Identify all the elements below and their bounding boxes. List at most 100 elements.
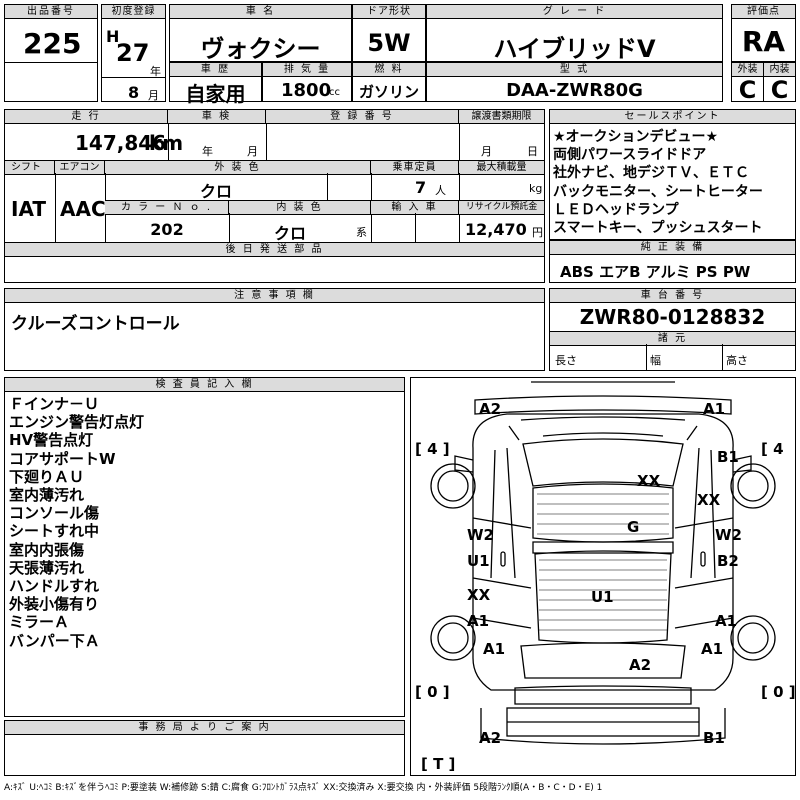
mark-b2-right: B2 — [717, 552, 739, 570]
length-label: 長さ — [555, 354, 577, 367]
car-outline — [430, 381, 776, 745]
selling-points-label: セールスポイント — [550, 110, 795, 124]
displacement-label: 排 気 量 — [263, 63, 351, 77]
history: 自家用 — [185, 82, 246, 106]
mileage: 147,846 — [75, 131, 167, 155]
car-name-label: 車 名 — [170, 5, 351, 19]
grade-label: グ レ ー ド — [427, 5, 722, 19]
mark-u1-center: U1 — [591, 588, 614, 606]
inspector-note: 室内内張傷 — [9, 540, 85, 559]
score-label: 評価点 — [732, 5, 795, 19]
displacement: 1800 — [281, 80, 332, 101]
reg-year: 27 — [116, 39, 150, 67]
door-label: ドア形状 — [353, 5, 425, 19]
inspection-label: 車 検 — [168, 110, 266, 124]
shift: IAT — [11, 197, 47, 221]
door-type: 5W — [367, 29, 411, 57]
transfer-day-unit: 日 — [527, 145, 538, 158]
model: DAA-ZWR80G — [506, 80, 643, 101]
recycle-label: リサイクル預託金 — [459, 200, 544, 215]
caution-section: 注 意 事 項 欄 クルーズコントロール — [4, 288, 545, 371]
displacement-cell: 排 気 量 1800 cc — [262, 62, 352, 102]
car-name: ヴォクシー — [200, 35, 321, 63]
inspector-note: コンソール傷 — [9, 504, 100, 523]
tire-front-right: [ 4 — [761, 440, 784, 458]
fuel-cell: 燃 料 ガソリン — [352, 62, 426, 102]
int-color: クロ — [273, 224, 306, 243]
tire-spare: [ T ] — [421, 755, 456, 773]
office-section: 事 務 局 よ り ご 案 内 — [4, 720, 405, 776]
fuel-label: 燃 料 — [353, 63, 425, 77]
int-score: C — [770, 76, 789, 104]
score-cell: 評価点 RA — [731, 4, 796, 62]
inspector-note: ハンドルすれ — [9, 577, 100, 596]
tire-rear-left: [ 0 ] — [415, 683, 450, 701]
chassis-section: 車 台 番 号 ZWR80-0128832 諸 元 長さ 幅 高さ — [549, 288, 796, 371]
reg-month: 8 — [128, 83, 140, 102]
mark-xx-right: XX — [697, 491, 721, 509]
mileage-label: 走 行 — [5, 110, 168, 124]
inspector-note: エンジン警告灯点灯 — [9, 413, 145, 432]
selling-point: 社外ナビ、地デジＴＶ、ＥＴＣ — [553, 165, 749, 182]
chassis-label: 車 台 番 号 — [550, 289, 795, 303]
shift-label: シフト — [5, 160, 55, 175]
transfer-month-unit: 月 — [481, 145, 492, 158]
door-cell: ドア形状 5W — [352, 4, 426, 62]
year-unit: 年 — [150, 65, 161, 78]
tire-front-left: [ 4 ] — [415, 440, 450, 458]
selling-point: 両側パワースライドドア — [553, 147, 707, 164]
equipment: ABS エアB アルミ PS PW — [560, 263, 751, 281]
air-conditioner: AAC — [60, 197, 106, 221]
color-no-label: カ ラ ー Ｎ ｏ . — [105, 200, 229, 215]
inspector-notes: Ｆインナ－Ｕ エンジン警告灯点灯 HV警告点灯 コアサポートW 下廻りＡＵ 室内… — [9, 395, 144, 650]
mark-a2-front: A2 — [479, 400, 502, 418]
inspection-month-unit: 月 — [247, 145, 258, 158]
capacity-unit: 人 — [435, 184, 446, 197]
inspector-note: 下廻りＡＵ — [9, 467, 85, 486]
inspector-note: コアサポートW — [9, 449, 116, 468]
mark-a1-left: A1 — [467, 612, 490, 630]
mark-g-glass: G — [627, 518, 640, 536]
lot-number: 225 — [23, 27, 82, 60]
height-label: 高さ — [726, 354, 748, 367]
caution-label: 注 意 事 項 欄 — [5, 289, 544, 303]
width-label: 幅 — [650, 354, 661, 367]
displacement-unit: cc — [329, 87, 340, 98]
model-cell: 型 式 DAA-ZWR80G — [426, 62, 723, 102]
inspector-label: 検 査 員 記 入 欄 — [5, 378, 404, 392]
reg-no-label: 登 録 番 号 — [266, 110, 459, 124]
tire-rear-right: [ 0 ] — [761, 683, 796, 701]
selling-point: スマートキー、プッシュスタート — [553, 220, 763, 237]
int-color-unit: 系 — [356, 226, 367, 239]
office-label: 事 務 局 よ り ご 案 内 — [5, 721, 404, 735]
later-parts-label: 後 日 発 送 部 品 — [5, 242, 544, 257]
mark-xx-roof: XX — [637, 472, 661, 490]
max-load-unit: kg — [529, 182, 543, 195]
car-name-cell: 車 名 ヴォクシー — [169, 4, 352, 63]
max-load-label: 最大積載量 — [459, 160, 544, 175]
inspector-note: HV警告点灯 — [9, 431, 94, 450]
selling-points-section: セールスポイント ★オークションデビュー★ 両側パワースライドドア 社外ナビ、地… — [549, 109, 796, 240]
chassis-number: ZWR80-0128832 — [579, 305, 766, 329]
capacity-label: 乗車定員 — [371, 160, 459, 175]
mark-a2-bottom: A2 — [479, 729, 502, 747]
damage-legend: A:ｷｽﾞ U:ﾍｺﾐ B:ｷｽﾞを伴うﾍｺﾐ P:要塗装 W:補修跡 S:錆 … — [4, 783, 603, 793]
ext-score-cell: 外装 C — [731, 62, 764, 104]
mark-a2-rear: A2 — [629, 656, 652, 674]
ext-color-label: 外 装 色 — [105, 160, 371, 175]
vehicle-details-section: 走 行 車 検 登 録 番 号 譲渡書類期限 147,846 km 年 月 月 … — [4, 109, 545, 283]
int-score-cell: 内装 C — [763, 62, 796, 104]
selling-point: バックモニター、シートヒーター — [553, 183, 763, 200]
recycle-fee: 12,470 — [465, 220, 527, 239]
fuel: ガソリン — [358, 83, 419, 101]
inspector-note: シートすれ中 — [9, 522, 100, 541]
mark-w2-right: W2 — [715, 526, 742, 544]
dims-label: 諸 元 — [550, 331, 795, 346]
ac-label: エアコン — [55, 160, 105, 175]
lot-number-label: 出品番号 — [5, 5, 97, 19]
int-score-label: 内装 — [764, 63, 795, 77]
capacity: 7 — [415, 178, 427, 197]
ext-score: C — [738, 76, 757, 104]
selling-point: ★オークションデビュー★ — [553, 129, 719, 145]
score: RA — [741, 25, 786, 58]
